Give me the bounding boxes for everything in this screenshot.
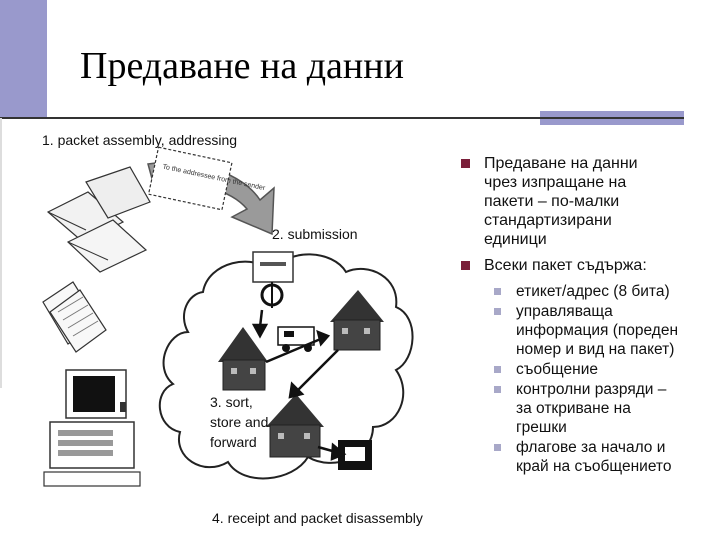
step-2-label: 2. submission [272, 226, 358, 242]
bullet-list: Предаване на данни чрез изпращане на пак… [458, 154, 716, 477]
sub-bullet-item: флагове за начало и край на съобщението [458, 438, 716, 476]
step-3-label-line1: 3. sort, [210, 394, 253, 410]
delivery-van-icon [277, 326, 315, 352]
mailbox-icon [252, 251, 294, 308]
left-accent-bar [0, 0, 47, 118]
bullet-item: Предаване на данни чрез изпращане на пак… [458, 154, 716, 249]
divider-accent-block [540, 111, 684, 125]
house-node-left [218, 327, 268, 391]
house-node-right [330, 290, 384, 351]
sub-bullet-item: съобщение [458, 360, 716, 379]
documents-icon [42, 281, 107, 353]
bullet-item: Всеки пакет съдържа: [458, 256, 716, 275]
title-divider [0, 117, 620, 119]
computer-icon [43, 369, 141, 487]
house-node-bottom [266, 394, 324, 458]
packet-envelopes-icon [46, 166, 151, 273]
step-1-label: 1. packet assembly, addressing [42, 132, 238, 148]
packet-switching-diagram: To the addressee from the sender [28, 122, 428, 534]
step-4-label: 4. receipt and packet disassembly [212, 510, 423, 526]
step-3-label-line3: forward [210, 434, 257, 450]
left-edge-line [0, 118, 2, 388]
sub-bullet-item: етикет/адрес (8 бита) [458, 282, 716, 301]
sub-bullet-item: контролни разряди – за откриване на греш… [458, 380, 716, 437]
sub-bullet-list: етикет/адрес (8 бита) управляваща информ… [458, 282, 716, 476]
sub-bullet-item: управляваща информация (пореден номер и … [458, 302, 716, 359]
slide-title: Предаване на данни [80, 45, 404, 87]
step-3-label-line2: store and [210, 414, 269, 430]
route-arrows [251, 309, 347, 461]
